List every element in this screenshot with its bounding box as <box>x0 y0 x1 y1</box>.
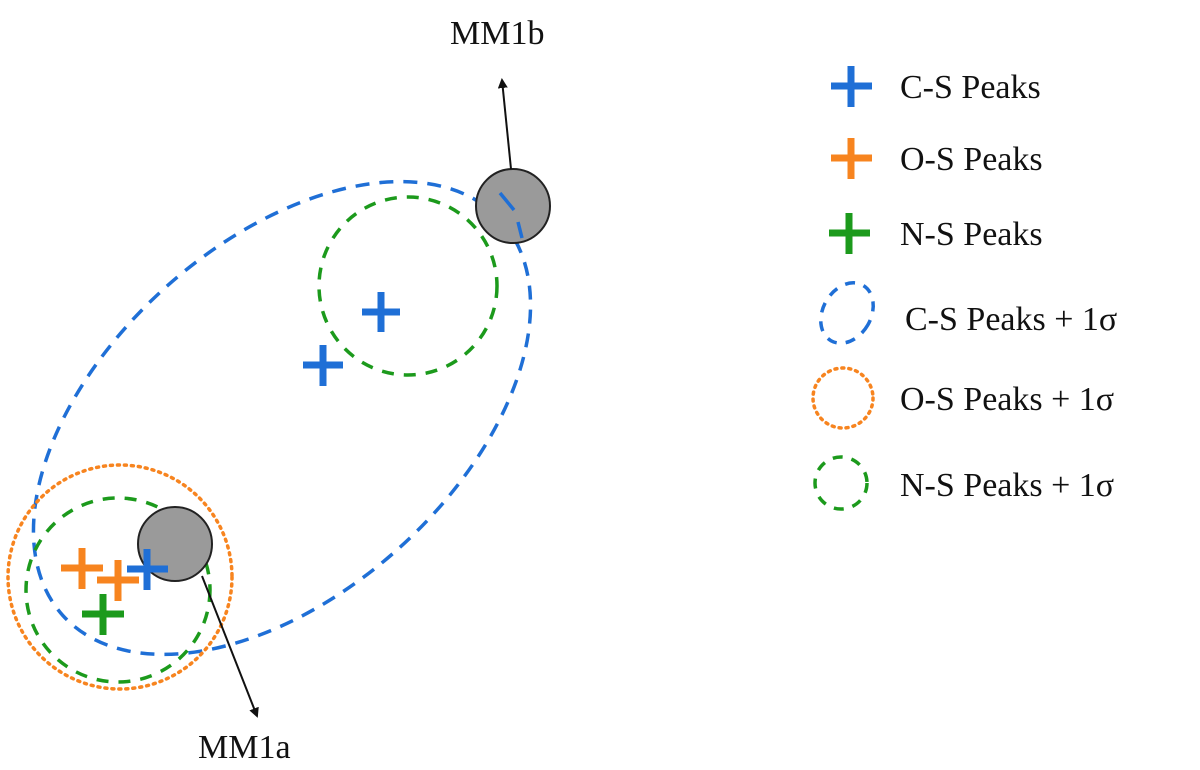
os-peak-1 <box>61 548 103 589</box>
legend: C-S Peaks O-S Peaks N-S Peaks C-S Peaks … <box>811 66 1117 511</box>
legend-label-ns-peaks: N-S Peaks <box>900 216 1043 253</box>
cs-peak-3 <box>127 549 168 590</box>
os-peak-2 <box>97 560 139 601</box>
label-mm1b: MM1b <box>450 15 544 52</box>
ns-sigma-circle-upper <box>317 195 499 377</box>
cs-peak-1 <box>362 292 400 332</box>
arrow-mm1b <box>497 78 512 170</box>
legend-plus-icon-os <box>831 138 872 179</box>
os-sigma-circle <box>6 463 234 691</box>
legend-plus-icon-cs <box>831 66 872 107</box>
source-mm1b <box>475 168 551 244</box>
arrow-mm1a <box>201 575 259 718</box>
legend-label-os-sigma: O-S Peaks + 1σ <box>900 381 1114 418</box>
legend-label-ns-sigma: N-S Peaks + 1σ <box>900 467 1114 504</box>
ns-peak-1 <box>82 594 124 635</box>
legend-dashed-circle-icon-ns <box>813 455 869 511</box>
cs-peak-2 <box>303 345 343 386</box>
ns-sigma-circle-lower <box>24 496 212 684</box>
source-mm1a <box>137 506 213 582</box>
legend-label-cs-sigma: C-S Peaks + 1σ <box>905 301 1117 338</box>
legend-plus-icon-ns <box>829 213 870 254</box>
legend-label-cs-peaks: C-S Peaks <box>900 69 1041 106</box>
legend-dashed-ellipse-icon-cs <box>819 281 875 345</box>
legend-dotted-circle-icon-os <box>811 366 875 430</box>
label-mm1a: MM1a <box>198 729 291 766</box>
legend-label-os-peaks: O-S Peaks <box>900 141 1043 178</box>
